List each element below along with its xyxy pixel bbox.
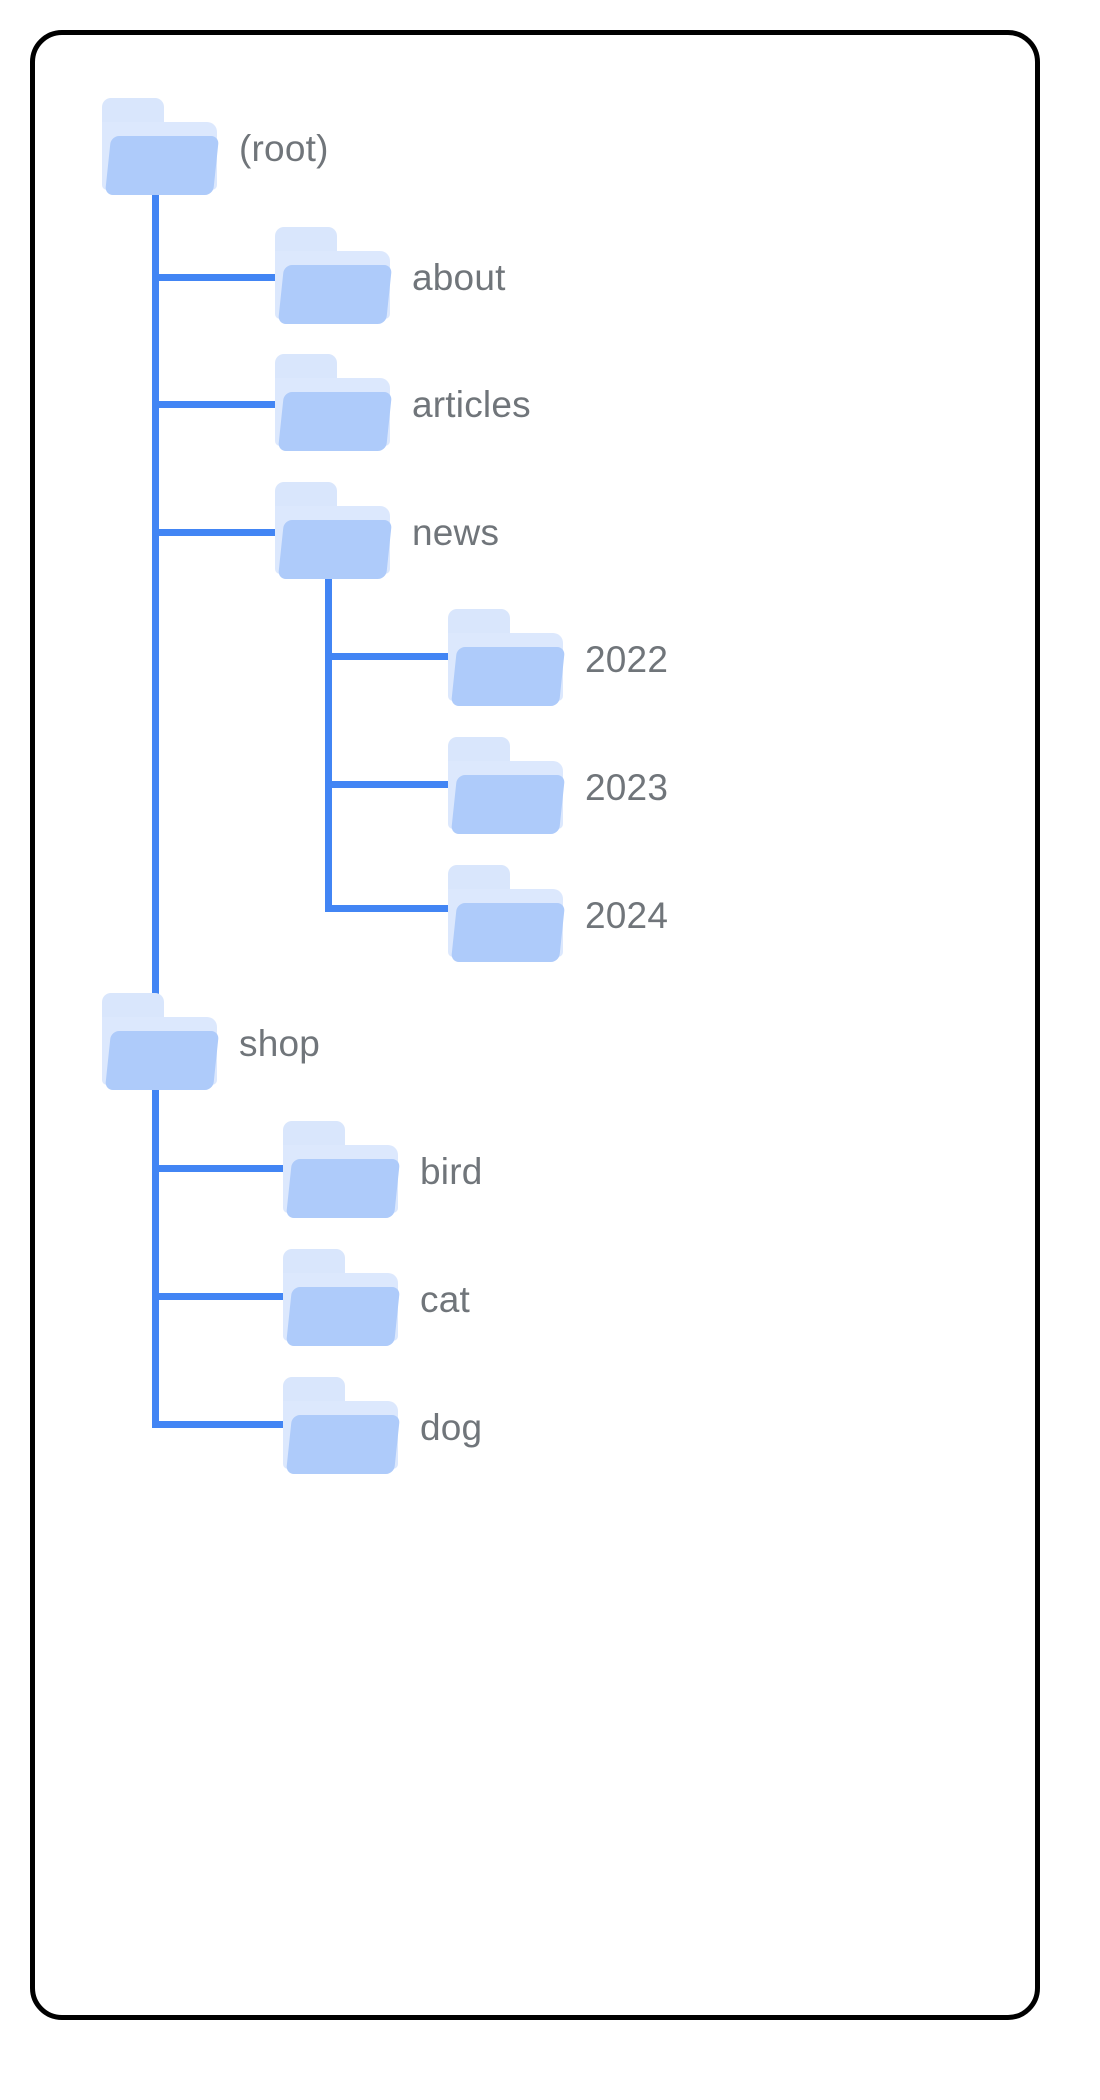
folder-icon — [283, 1247, 402, 1351]
connector-shop-bird — [152, 1165, 284, 1172]
tree-node-news[interactable]: news — [275, 480, 499, 584]
folder-icon — [275, 225, 394, 329]
tree-node-cat[interactable]: cat — [283, 1247, 470, 1351]
folder-icon — [283, 1375, 402, 1479]
folder-icon — [275, 352, 394, 456]
tree-node-label: (root) — [239, 127, 329, 169]
tree-node-label: shop — [239, 1022, 321, 1064]
tree-node-articles[interactable]: articles — [275, 352, 531, 456]
tree-node-dog[interactable]: dog — [283, 1375, 482, 1479]
connector-shop-trunk — [152, 1073, 159, 1428]
tree-node-bird[interactable]: bird — [283, 1119, 483, 1223]
tree-node-label: bird — [420, 1150, 483, 1192]
connector-root-about — [152, 274, 280, 281]
tree-node-shop[interactable]: shop — [102, 991, 320, 1095]
connector-shop-dog — [152, 1421, 284, 1428]
folder-icon — [448, 863, 567, 967]
folder-icon — [102, 991, 221, 1095]
connector-news-2024 — [325, 905, 455, 912]
folder-icon — [283, 1119, 402, 1223]
connector-news-2023 — [325, 781, 455, 788]
connector-shop-cat — [152, 1293, 284, 1300]
tree-node-2023[interactable]: 2023 — [448, 735, 668, 839]
tree-node-label: news — [412, 511, 500, 553]
tree-node-2022[interactable]: 2022 — [448, 607, 668, 711]
tree-node-label: 2023 — [585, 766, 669, 808]
connector-news-trunk — [325, 560, 332, 912]
connector-root-articles — [152, 401, 280, 408]
folder-icon — [448, 607, 567, 711]
folder-icon — [448, 735, 567, 839]
tree-node-label: articles — [412, 383, 531, 425]
tree-node-label: 2022 — [585, 638, 669, 680]
tree-node-label: cat — [420, 1278, 470, 1320]
tree-node-label: 2024 — [585, 894, 669, 936]
tree-node-2024[interactable]: 2024 — [448, 863, 668, 967]
tree-node-root[interactable]: (root) — [102, 96, 329, 200]
tree-node-label: dog — [420, 1406, 483, 1448]
folder-icon — [102, 96, 221, 200]
connector-root-news — [152, 529, 280, 536]
tree-node-label: about — [412, 256, 506, 298]
connector-news-2022 — [325, 653, 455, 660]
connector-root-trunk — [152, 178, 159, 1010]
folder-icon — [275, 480, 394, 584]
tree-node-about[interactable]: about — [275, 225, 506, 329]
